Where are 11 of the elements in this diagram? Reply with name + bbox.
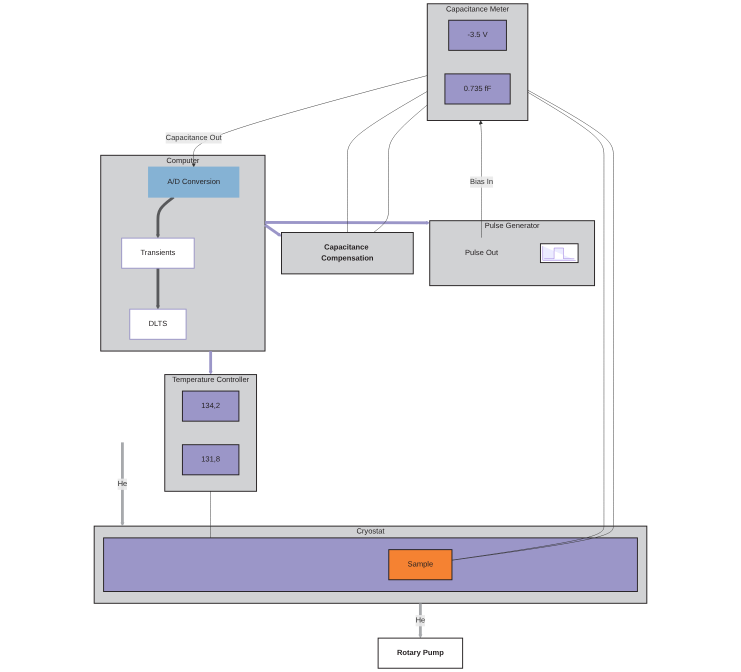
arrow [264, 224, 282, 237]
arrow [120, 442, 124, 526]
arrow [156, 268, 160, 310]
cluster [103, 537, 638, 592]
connector [347, 91, 428, 233]
node-picture [540, 243, 579, 264]
connector [210, 491, 211, 538]
connector [373, 104, 428, 233]
arrow [208, 351, 213, 375]
arrow [265, 220, 430, 225]
arrow [156, 196, 174, 238]
